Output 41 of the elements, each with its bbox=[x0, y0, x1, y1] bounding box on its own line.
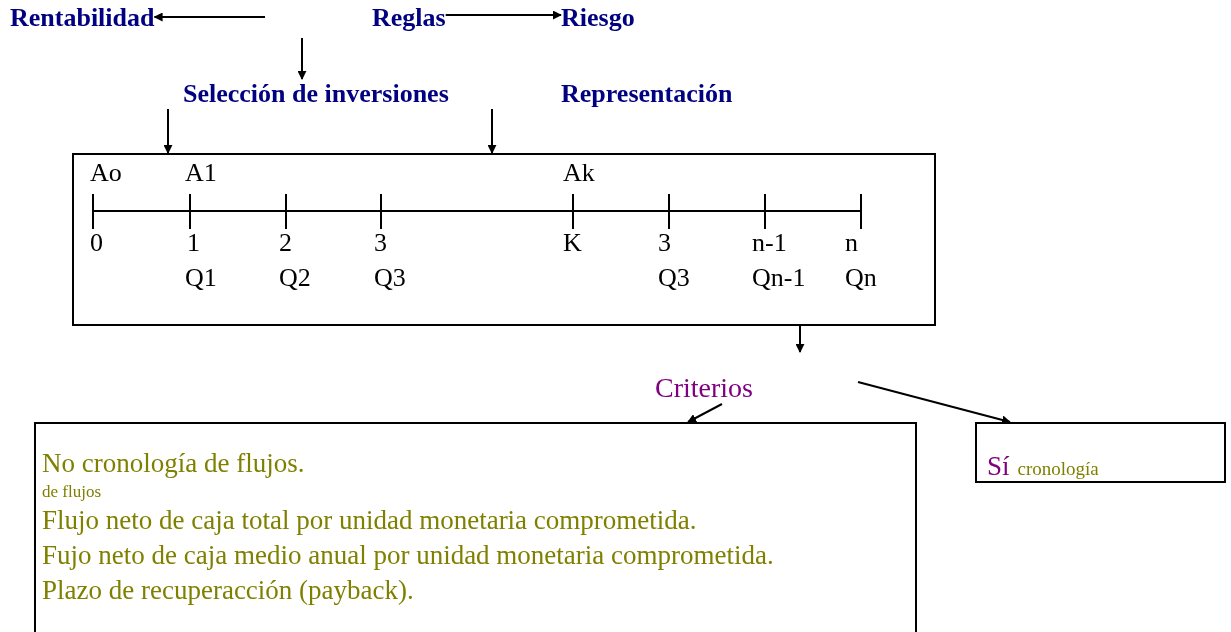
timeline-label: Q3 bbox=[374, 263, 406, 293]
criteria-text: cronología bbox=[1017, 458, 1099, 479]
heading-text: Selección de inversiones bbox=[183, 79, 449, 109]
timeline-label: n bbox=[845, 228, 858, 258]
timeline-label: Ao bbox=[90, 158, 122, 188]
heading-text: Reglas bbox=[372, 3, 446, 33]
heading-text: Rentabilidad bbox=[10, 3, 155, 33]
arrow bbox=[795, 325, 805, 353]
criteria-text: Sí bbox=[987, 451, 1010, 481]
timeline-label: Qn-1 bbox=[752, 263, 806, 293]
timeline-label: K bbox=[563, 228, 582, 258]
criteria-text: Plazo de recuperacción (payback). bbox=[42, 574, 414, 607]
timeline-label: Ak bbox=[563, 158, 595, 188]
timeline-label: Qn bbox=[845, 263, 877, 293]
arrow bbox=[687, 403, 723, 423]
criteria-text: No cronología de flujos. bbox=[42, 447, 305, 480]
timeline-box bbox=[72, 153, 936, 326]
arrow bbox=[487, 108, 497, 154]
criteria-box bbox=[975, 422, 1226, 483]
timeline-label: Q3 bbox=[658, 263, 690, 293]
arrow bbox=[153, 12, 266, 22]
arrow bbox=[163, 108, 173, 154]
timeline-label: A1 bbox=[185, 158, 217, 188]
timeline-label: 0 bbox=[90, 228, 103, 258]
timeline-label: n-1 bbox=[752, 228, 787, 258]
timeline-label: 3 bbox=[374, 228, 387, 258]
heading-text: Representación bbox=[561, 79, 733, 109]
timeline-label: Q2 bbox=[279, 263, 311, 293]
criteria-box bbox=[34, 422, 917, 632]
arrow bbox=[857, 381, 1011, 425]
timeline-label: 2 bbox=[279, 228, 292, 258]
timeline-label: 3 bbox=[658, 228, 671, 258]
arrow bbox=[444, 10, 562, 20]
timeline-label: 1 bbox=[187, 228, 200, 258]
criteria-text: de flujos bbox=[42, 481, 102, 503]
heading-text: Criterios bbox=[655, 372, 753, 404]
criteria-text: Fujo neto de caja medio anual por unidad monetaria comprometida. bbox=[42, 539, 774, 572]
arrow bbox=[297, 37, 307, 80]
heading-text: Riesgo bbox=[561, 3, 635, 33]
timeline-label: Q1 bbox=[185, 263, 217, 293]
criteria-text: Flujo neto de caja total por unidad monetaria comprometida. bbox=[42, 504, 697, 537]
